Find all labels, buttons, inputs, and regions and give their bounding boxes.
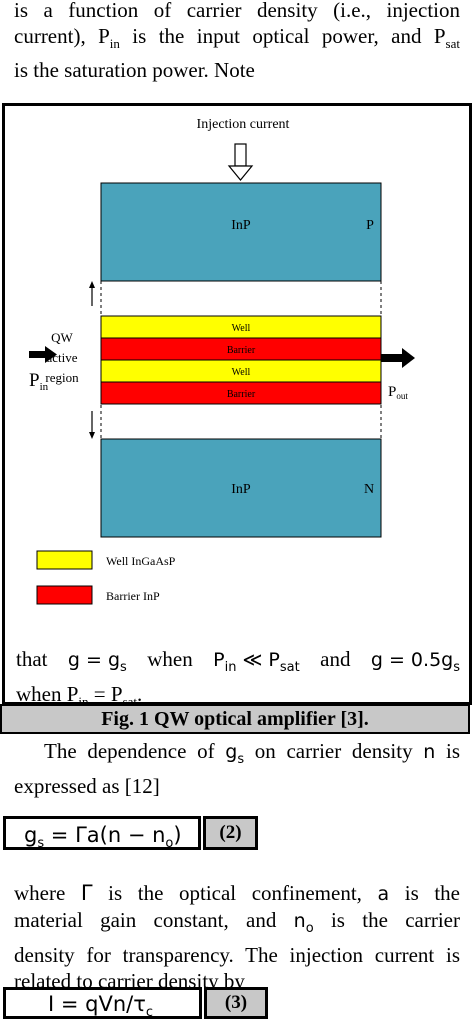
dependence-line-2: expressed as [12] — [14, 774, 160, 798]
well-layer-1-label: Well — [232, 323, 251, 334]
figure-frame: Injection current InP P Well Barrier We — [2, 103, 472, 709]
where-paragraph: where Γ is the optical confinement, a is… — [14, 880, 460, 994]
dependence-paragraph: The dependence of gs on carrier density … — [14, 738, 460, 799]
inp-top-layer — [100, 182, 382, 282]
legend-well-label: Well InGaAsP — [106, 554, 176, 568]
pin-label: Pin — [29, 370, 49, 393]
equation-2-number: (2) — [203, 816, 258, 850]
region-label: region — [45, 370, 79, 385]
qw-amplifier-diagram: Injection current InP P Well Barrier We — [29, 117, 415, 605]
barrier-layer-2-label: Barrier — [227, 389, 256, 400]
legend-barrier-label: Barrier InP — [106, 589, 160, 603]
note-line-2: when Pin = Psat. — [16, 682, 143, 709]
p-type-label: P — [366, 218, 374, 233]
legend-well-swatch — [36, 550, 93, 570]
pout-label: Pout — [388, 384, 408, 401]
where-line-1: where Γ is the optical confinement, a is… — [14, 881, 460, 905]
inp-top-label: InP — [231, 218, 251, 233]
where-line-2: material gain constant, and no is the ca… — [14, 908, 460, 936]
legend-barrier-swatch — [36, 585, 93, 605]
qw-label: QW — [51, 330, 73, 345]
equation-2-box: gs = Γa(n − no) — [3, 816, 201, 851]
intro-line-1: is a function of carrier density (i.e., … — [14, 0, 460, 22]
inp-bottom-label: InP — [231, 482, 251, 497]
note-paragraph: that g = gs when Pin ≪ Psat and g = 0.5g… — [16, 646, 460, 715]
intro-line-3: is the saturation power. Note — [14, 58, 255, 82]
well-layer-2-label: Well — [232, 367, 251, 378]
down-arrow-icon — [89, 411, 95, 439]
figure-caption: Fig. 1 QW optical amplifier [3]. — [0, 704, 470, 734]
inp-bottom-layer — [100, 438, 382, 538]
barrier-layer-1-label: Barrier — [227, 345, 256, 356]
equation-3-number: (3) — [204, 987, 268, 1019]
dependence-line-1: The dependence of gs on carrier density … — [44, 739, 460, 767]
intro-paragraph: is a function of carrier density (i.e., … — [14, 0, 460, 83]
injection-current-label: Injection current — [197, 117, 290, 132]
note-line-1: that g = gs when Pin ≪ Psat and g = 0.5g… — [16, 647, 460, 675]
input-arrow-icon — [29, 346, 57, 363]
intro-line-2: current), Pin is the input optical power… — [14, 24, 460, 51]
where-line-3: density for transparency. The injection … — [14, 943, 460, 967]
equation-2: gs = Γa(n − no) — [24, 823, 182, 851]
equation-3-box: I = qVn/τc — [3, 987, 202, 1020]
barrier-layer-2 — [100, 381, 382, 405]
n-type-label: N — [364, 482, 374, 497]
equation-3: I = qVn/τc — [48, 992, 154, 1020]
up-arrow-icon — [89, 281, 95, 306]
injection-arrow-icon — [227, 143, 254, 181]
output-arrow-icon — [381, 348, 415, 368]
